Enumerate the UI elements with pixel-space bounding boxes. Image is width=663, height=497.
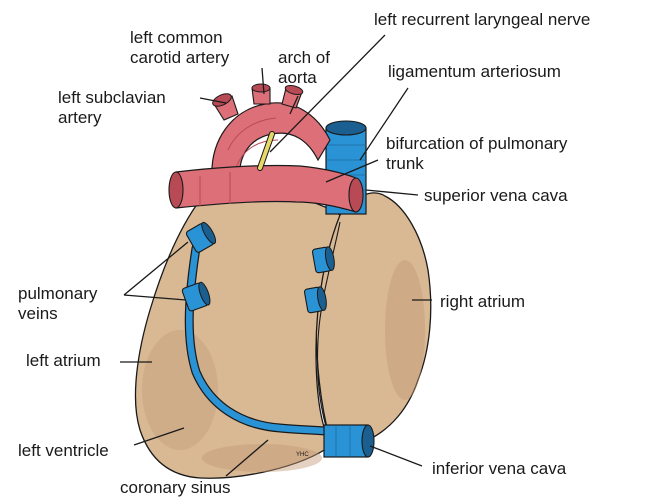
label-left-subclavian-artery: left subclavian artery bbox=[58, 88, 166, 128]
label-coronary-sinus: coronary sinus bbox=[120, 478, 231, 497]
aortic-arch bbox=[211, 84, 330, 178]
inferior-vena-cava bbox=[324, 425, 374, 457]
label-left-ventricle: left ventricle bbox=[18, 441, 109, 461]
label-superior-vena-cava: superior vena cava bbox=[424, 186, 568, 206]
label-ligamentum-arteriosum: ligamentum arteriosum bbox=[388, 62, 561, 82]
label-arch-of-aorta: arch of aorta bbox=[278, 48, 330, 88]
label-right-atrium: right atrium bbox=[440, 292, 525, 312]
heart-body bbox=[135, 192, 430, 478]
label-left-atrium: left atrium bbox=[26, 351, 101, 371]
label-pulmonary-veins: pulmonary veins bbox=[18, 284, 97, 324]
label-bifurcation-of-pulmonary-trunk: bifurcation of pulmonary trunk bbox=[386, 134, 567, 174]
artist-initials: YHC bbox=[296, 452, 309, 458]
atrium-shade bbox=[385, 260, 425, 400]
label-inferior-vena-cava: inferior vena cava bbox=[432, 459, 566, 479]
label-left-recurrent-laryngeal-nerve: left recurrent laryngeal nerve bbox=[374, 10, 590, 30]
apex-shade bbox=[202, 444, 322, 472]
label-left-common-carotid-artery: left common carotid artery bbox=[130, 28, 229, 68]
